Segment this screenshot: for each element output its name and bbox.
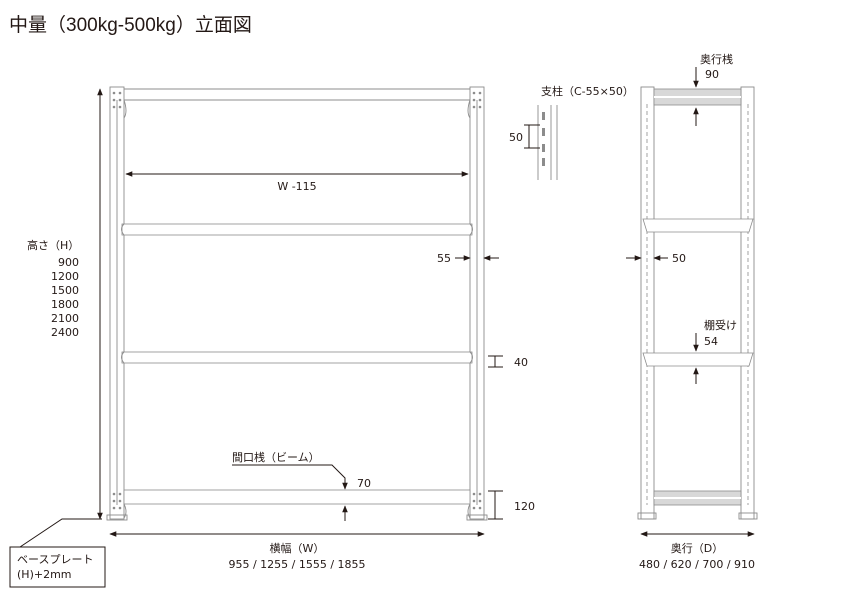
- post-detail-label: 支柱（C-55×50）: [541, 84, 634, 98]
- support-value: 54: [704, 335, 718, 348]
- base-plate-label: ベースプレート: [17, 553, 93, 566]
- base-plate-box: [9, 546, 106, 588]
- height-label: 高さ（H）: [27, 238, 79, 252]
- base-plate-leader: [19, 518, 102, 548]
- bottom-beam: [123, 489, 471, 505]
- page-title: 中量（300kg-500kg）立面図: [9, 15, 252, 36]
- height-value-1: 900: [58, 256, 79, 269]
- rear-post: [740, 86, 755, 520]
- inner-width-label: W -115: [277, 180, 316, 193]
- post-depth-label: 50: [672, 252, 686, 265]
- shelf-2: [121, 351, 473, 364]
- height-value-2: 1200: [51, 270, 79, 283]
- depth-beam-label: 奥行桟: [700, 52, 733, 66]
- post-pitch-label: 50: [509, 131, 523, 144]
- side-elevation: [637, 86, 758, 520]
- beam-label: 間口桟（ビーム）: [232, 450, 320, 464]
- base-plate-value: (H)+2mm: [17, 568, 72, 581]
- width-label: 横幅（W）: [270, 541, 325, 555]
- front-post: [640, 86, 655, 520]
- base-height-label: 120: [514, 500, 535, 513]
- left-post: [109, 86, 125, 520]
- beam-height-label: 70: [357, 477, 371, 490]
- post-detail: 支柱（C-55×50） 50: [509, 84, 634, 180]
- width-values: 955 / 1255 / 1555 / 1855: [228, 558, 365, 571]
- height-value-4: 1800: [51, 298, 79, 311]
- height-value-6: 2400: [51, 326, 79, 339]
- post-width-label: 55: [437, 252, 451, 265]
- top-beam: [123, 88, 471, 119]
- right-post: [469, 86, 485, 520]
- shelf-1: [121, 223, 473, 236]
- shelf-support-2: [642, 352, 754, 367]
- depth-beam-value: 90: [705, 68, 719, 81]
- height-value-5: 2100: [51, 312, 79, 325]
- support-label: 棚受け: [704, 318, 737, 332]
- depth-values: 480 / 620 / 700 / 910: [639, 558, 755, 571]
- height-value-3: 1500: [51, 284, 79, 297]
- depth-label: 奥行（D）: [671, 541, 723, 555]
- shelf-depth-label: 40: [514, 356, 528, 369]
- shelf-support-1: [642, 218, 754, 233]
- front-elevation: [106, 86, 488, 521]
